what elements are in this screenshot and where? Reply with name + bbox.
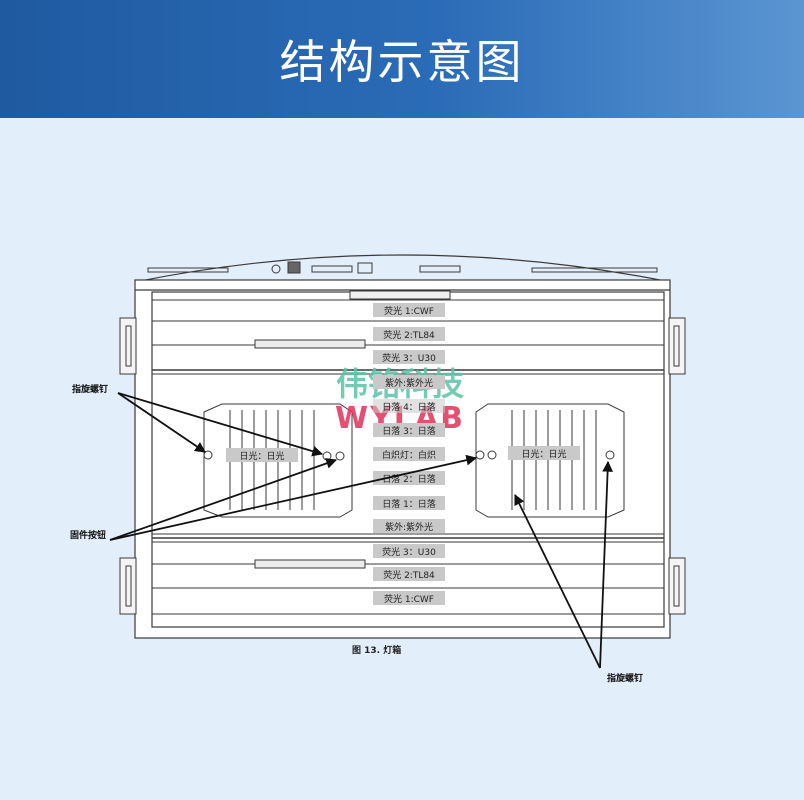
power-switch xyxy=(287,261,301,274)
left-thumb-screw xyxy=(203,450,213,460)
svg-text:荧光 3：U30: 荧光 3：U30 xyxy=(382,546,436,558)
lamp-label: 日落 3：日落 xyxy=(373,423,445,437)
side-label-left: 日光：日光 xyxy=(226,448,298,462)
svg-text:日光：日光: 日光：日光 xyxy=(521,448,566,460)
right-fixing-button xyxy=(475,450,485,460)
lamp-label: 紫外:紫外光 xyxy=(373,519,445,533)
figure-caption: 图 13. 灯箱 xyxy=(352,644,401,656)
lamp-label: 荧光 2:TL84 xyxy=(373,327,445,341)
arrow-right-screw-2 xyxy=(599,460,614,669)
lightbox-diagram: 伟铭科技 WYLAB 荧光 1:CWF 荧光 2:TL84 荧光 3：U30 紫… xyxy=(70,254,686,684)
lamp-label: 荧光 3：U30 xyxy=(373,350,445,364)
left-fixing-button xyxy=(322,451,332,461)
svg-text:紫外:紫外光: 紫外:紫外光 xyxy=(385,521,433,533)
svg-text:紫外:紫外光: 紫外:紫外光 xyxy=(385,377,433,389)
left-lower-bracket xyxy=(119,557,137,615)
svg-text:荧光 2:TL84: 荧光 2:TL84 xyxy=(383,329,435,341)
arrow-fix-2 xyxy=(109,454,478,541)
top-vent-mid-right xyxy=(419,265,461,273)
svg-text:白炽灯：白炽: 白炽灯：白炽 xyxy=(382,449,436,461)
lamp-label: 荧光 1:CWF xyxy=(373,591,445,605)
lamp-label: 荧光 1:CWF xyxy=(373,303,445,317)
side-brackets xyxy=(119,317,686,615)
annotation-thumb-screw-left: 指旋螺钉 xyxy=(72,383,108,395)
top-tube-section xyxy=(151,299,665,371)
svg-text:日落 4：日落: 日落 4：日落 xyxy=(382,401,436,413)
middle-section xyxy=(151,373,665,535)
svg-text:荧光 1:CWF: 荧光 1:CWF xyxy=(384,593,434,605)
top-vent-mid-left xyxy=(311,265,353,273)
annotation-thumb-screw-right: 指旋螺钉 xyxy=(607,672,643,684)
right-reflector-module xyxy=(475,403,625,518)
lamp-label: 紫外:紫外光 xyxy=(373,375,445,389)
svg-text:荧光 2:TL84: 荧光 2:TL84 xyxy=(383,569,435,581)
lamp-labels: 荧光 1:CWF 荧光 2:TL84 荧光 3：U30 紫外:紫外光 日落 4：… xyxy=(226,303,580,605)
annotation-arrows xyxy=(109,392,614,669)
lamp-label: 白炽灯：白炽 xyxy=(373,447,445,461)
svg-text:日落 2：日落: 日落 2：日落 xyxy=(382,473,436,485)
top-controls xyxy=(147,261,658,300)
top-connector xyxy=(357,262,373,274)
diagram-area: 伟铭科技 WYLAB 荧光 1:CWF 荧光 2:TL84 荧光 3：U30 紫… xyxy=(0,118,804,800)
svg-text:荧光 3：U30: 荧光 3：U30 xyxy=(382,352,436,364)
bottom-tube-section xyxy=(151,537,665,615)
lamp-label: 日落 4：日落 xyxy=(373,399,445,413)
svg-text:日光：日光: 日光：日光 xyxy=(239,450,284,462)
right-lower-bracket xyxy=(668,557,686,615)
page-title: 结构示意图 xyxy=(279,35,525,89)
arrow-left-screw-2 xyxy=(117,392,324,457)
arrow-right-screw-1 xyxy=(514,494,601,669)
annotation-fixing-button: 固件按钮 xyxy=(70,529,106,541)
svg-text:荧光 1:CWF: 荧光 1:CWF xyxy=(384,305,434,317)
top-vent-right xyxy=(531,267,658,273)
power-knob xyxy=(271,264,281,274)
housing-top-arc xyxy=(134,254,671,283)
header-banner: 结构示意图 xyxy=(0,0,804,118)
top-plate xyxy=(349,290,451,300)
right-upper-bracket xyxy=(668,317,686,375)
right-thumb-screw xyxy=(605,450,615,460)
svg-text:日落 3：日落: 日落 3：日落 xyxy=(382,425,436,437)
arrow-fix-1 xyxy=(109,458,338,541)
side-label-right: 日光：日光 xyxy=(508,446,580,460)
top-vent-left xyxy=(147,267,229,273)
left-upper-bracket xyxy=(119,317,137,375)
lamp-label: 荧光 3：U30 xyxy=(373,544,445,558)
svg-text:日落 1：日落: 日落 1：日落 xyxy=(382,498,436,510)
lamp-label: 日落 1：日落 xyxy=(373,496,445,510)
arrow-left-screw-1 xyxy=(117,392,206,453)
lamp-label: 荧光 2:TL84 xyxy=(373,567,445,581)
